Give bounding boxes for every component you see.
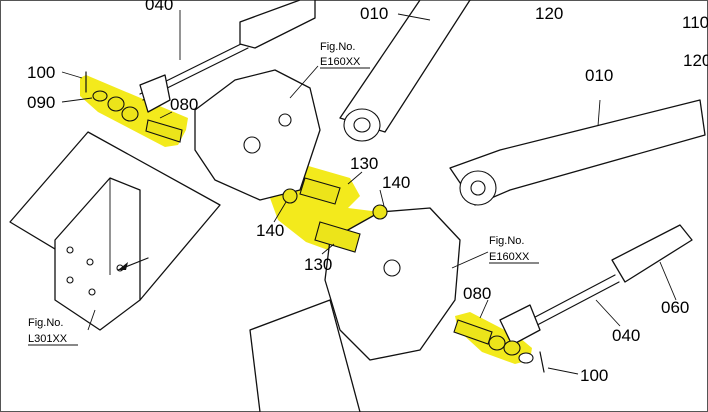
arrow-head bbox=[118, 262, 128, 270]
figref-e160-mid-line1: Fig.No. bbox=[489, 235, 524, 247]
leader-100-bottom bbox=[547, 367, 579, 375]
lift-rod-bottom bbox=[499, 224, 693, 346]
callout-080-bottom: 080 bbox=[463, 284, 491, 303]
callout-100-bottom: 100 bbox=[580, 366, 608, 385]
leader-010-top bbox=[397, 13, 431, 21]
leader-040-bottom bbox=[595, 299, 621, 327]
turnbuckle-060 bbox=[611, 224, 693, 283]
upper-bracket bbox=[194, 69, 321, 201]
callout-060: 060 bbox=[661, 298, 689, 317]
bolt-140-left bbox=[282, 188, 298, 204]
pin-set-center bbox=[282, 177, 388, 253]
callout-090: 090 bbox=[27, 93, 55, 112]
leader-l301 bbox=[87, 309, 96, 331]
pin-set-top bbox=[85, 71, 183, 143]
figref-l301-line2: L301XX bbox=[28, 333, 68, 345]
callout-140-left: 140 bbox=[256, 221, 284, 240]
lower-support bbox=[249, 299, 361, 412]
callout-040-bottom: 040 bbox=[612, 326, 640, 345]
leader-e160-top bbox=[289, 65, 319, 99]
cotter-pin-100-bottom bbox=[539, 351, 545, 373]
figref-e160-mid-line2: E160XX bbox=[489, 251, 530, 263]
lift-arm-top-bore bbox=[353, 117, 371, 133]
lift-arm-lower-bore bbox=[470, 180, 486, 196]
figure-references: Fig.No. E160XX Fig.No. E160XX Fig.No. L3… bbox=[28, 41, 539, 346]
callout-040-top: 040 bbox=[145, 0, 173, 14]
washer bbox=[121, 106, 139, 122]
leader-140-left bbox=[273, 201, 287, 223]
callout-010-top: 010 bbox=[360, 4, 388, 23]
clevis-top bbox=[139, 74, 171, 113]
upper-bracket-hole bbox=[278, 113, 292, 127]
turnbuckle-top bbox=[239, 0, 316, 49]
washer bbox=[107, 96, 125, 112]
callout-labels: 040 010 120 110 120 100 090 080 010 130 … bbox=[27, 0, 708, 385]
leader-080-bottom bbox=[479, 299, 489, 319]
callout-110: 110 bbox=[682, 13, 708, 32]
leader-lines bbox=[61, 10, 677, 375]
leader-140-right bbox=[379, 189, 385, 207]
lower-bracket-hole bbox=[383, 259, 401, 277]
washer bbox=[503, 340, 521, 356]
lower-bracket-body bbox=[324, 207, 461, 361]
callout-100-top: 100 bbox=[27, 63, 55, 82]
lift-arm-top bbox=[339, 0, 471, 142]
callout-130-bottom: 130 bbox=[304, 255, 332, 274]
washer bbox=[488, 335, 506, 351]
pin-set-bottom bbox=[453, 319, 545, 373]
callout-120: 120 bbox=[535, 4, 563, 23]
leader-010-mid bbox=[597, 99, 601, 127]
lift-rod-top bbox=[139, 0, 316, 113]
tractor-frame bbox=[9, 131, 221, 331]
pin-080 bbox=[145, 119, 183, 143]
figref-e160-top-line1: Fig.No. bbox=[320, 41, 355, 53]
callout-120b: 120 bbox=[683, 51, 708, 70]
leader-100-top bbox=[61, 71, 83, 79]
bracket-hole bbox=[66, 246, 74, 254]
leader-060 bbox=[659, 261, 677, 301]
callout-140-right: 140 bbox=[382, 173, 410, 192]
lift-arm-lower bbox=[449, 99, 706, 206]
bracket-hole bbox=[66, 276, 74, 284]
callout-080-top: 080 bbox=[170, 95, 198, 114]
figref-l301-line1: Fig.No. bbox=[28, 317, 63, 329]
upper-bracket-hole bbox=[243, 136, 261, 154]
washer-090 bbox=[92, 90, 108, 102]
leader-130-top bbox=[347, 171, 363, 185]
lift-rod-bottom-thread bbox=[519, 274, 616, 326]
leader-090 bbox=[61, 97, 93, 103]
clevis-bottom bbox=[499, 304, 541, 346]
upper-bracket-body bbox=[194, 69, 321, 201]
callout-130-top: 130 bbox=[350, 154, 378, 173]
bracket-hole bbox=[88, 288, 96, 296]
bolt-140-right bbox=[372, 204, 388, 220]
figref-e160-top-line2: E160XX bbox=[320, 56, 361, 68]
callout-010-mid: 010 bbox=[585, 66, 613, 85]
pin-130-lower bbox=[314, 221, 361, 253]
leader-130-bottom bbox=[321, 243, 335, 255]
bracket-hole bbox=[86, 258, 94, 266]
lift-rod-bottom-thread bbox=[523, 281, 620, 333]
leader-e160-mid bbox=[451, 251, 489, 269]
pin-130-upper bbox=[299, 177, 341, 205]
pin-080-bottom bbox=[453, 319, 493, 345]
lower-bracket bbox=[249, 207, 461, 412]
leader-080-top bbox=[159, 111, 173, 119]
washer bbox=[518, 352, 534, 364]
